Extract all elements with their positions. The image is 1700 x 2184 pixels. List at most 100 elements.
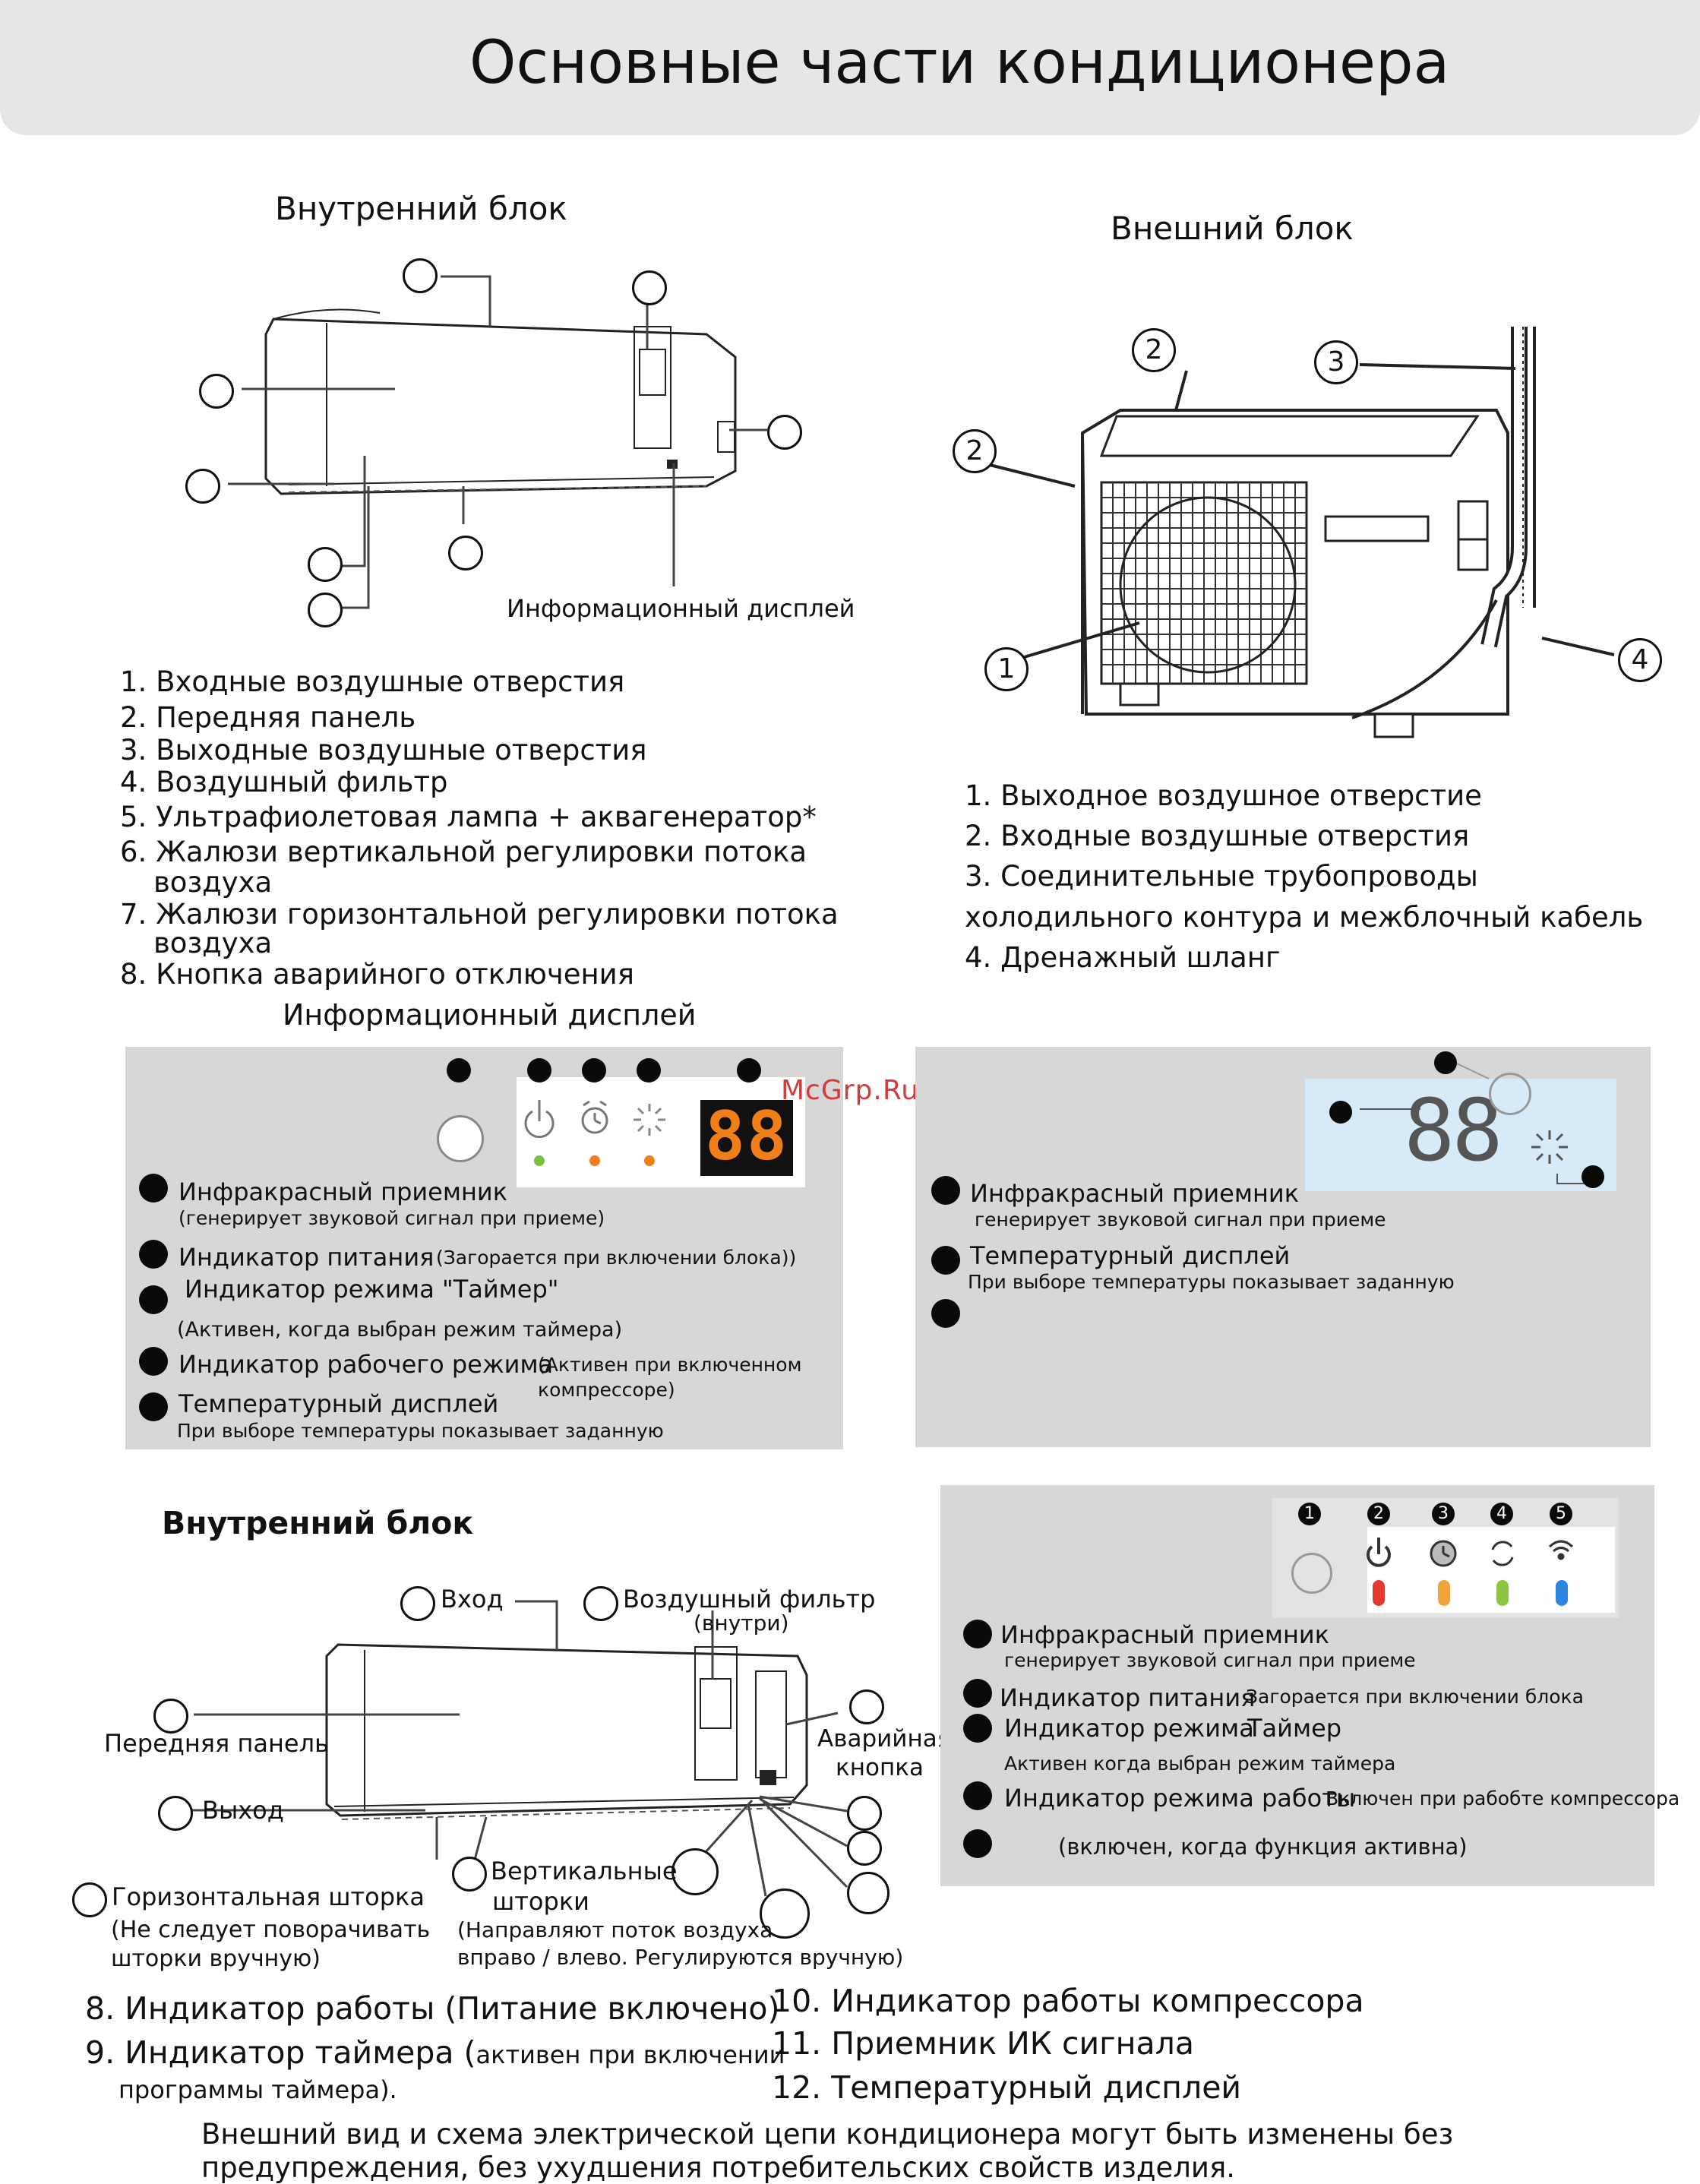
list-item: 4. Воздушный фильтр [120,766,448,798]
power-icon [1367,1538,1391,1567]
list-item: 2. Передняя панель [120,701,416,734]
timer-indicator-label: Индикатор режима "Таймер" [185,1275,559,1304]
seg-digits: 88 [705,1097,788,1175]
hshutter-callout [72,1882,107,1917]
indicator-strip [1367,1527,1615,1613]
marker-dot [447,1058,471,1083]
led-green [534,1155,545,1166]
led-blue [1556,1580,1568,1606]
footer-item-10: 10. Индикатор работы компрессора [772,1983,1364,2019]
outdoor-callout-3: 3 [1314,340,1358,384]
vshutter-note-1: (Направляют поток воздуха [457,1917,773,1942]
indoor2-heading: Внутренний блок [162,1505,474,1541]
outdoor-callout-2-top: 2 [1132,328,1176,372]
timer-indicator-note: Активен когда выбран режим таймера [1004,1753,1396,1775]
list-item: 5. Ультрафиолетовая лампа + аквагенерато… [120,801,817,833]
power-indicator-note: (Загорается при включении блока)) [436,1247,797,1269]
indoor-callout-5 [448,536,483,570]
list-item: 7. Жалюзи горизонтальной регулировки пот… [120,898,839,931]
led-green [1496,1580,1509,1606]
marker-dot [139,1392,168,1421]
wifi-icon [1548,1540,1574,1560]
indoor-display-label: Информационный дисплей [507,594,855,623]
indoor-callout-3 [185,469,220,504]
indoor-heading: Внутренний блок [275,190,567,227]
ir-receiver-window [1489,1073,1531,1115]
footer-item-12: 12. Температурный дисплей [772,2069,1242,2106]
number-badge: 1 [1298,1503,1321,1525]
vshutter-label-1: Вертикальные [491,1857,678,1885]
hshutter-note-1: (Не следует поворачивать [111,1917,431,1943]
marker-dot [637,1058,661,1083]
outdoor-callout-1: 1 [984,647,1029,691]
cycle-icon [1491,1541,1514,1566]
marker-dot [963,1781,992,1810]
outlet-label: Выход [202,1796,284,1825]
indoor-callout-4 [632,270,667,305]
outdoor-callout-2-left: 2 [953,429,997,473]
indoor-callout-2 [199,374,234,409]
list-item: 4. Дренажный шланг [965,941,1281,974]
mode-indicator-note: Включен при рабобте компрессора [1326,1787,1680,1809]
filter-callout [583,1586,618,1621]
marker-dot [963,1620,992,1648]
led-orange [1438,1580,1450,1606]
footer-note: предупреждения, без ухудшения потребител… [201,2151,1235,2184]
indicator-callout [760,1888,810,1939]
led-orange [644,1155,655,1166]
indoor-callout-6 [308,547,343,582]
marker-dot [139,1240,168,1269]
marker-dot [963,1714,992,1743]
mode-indicator-label: Индикатор рабочего режима [179,1350,554,1379]
indicator-callout [847,1796,882,1831]
display-heading: Информационный дисплей [283,998,697,1032]
led-red [1373,1580,1385,1606]
outdoor-callout-4: 4 [1618,638,1662,682]
marker-dot [139,1347,168,1376]
marker-dot [582,1058,606,1083]
marker-dot [1434,1051,1457,1074]
marker-dot [527,1058,551,1083]
indicator-callout [847,1872,889,1914]
ir-receiver-window [437,1115,484,1162]
inlet-callout [400,1586,435,1621]
vshutter-note-2: вправо / влево. Регулируются вручную) [457,1945,904,1970]
marker-dot [931,1299,960,1328]
power-indicator-label: Индикатор питания [179,1243,434,1272]
ir-receiver-label: Инфракрасный приемник [179,1177,508,1206]
page-title: Основные части кондиционера [469,29,1450,97]
timer-indicator-note: (Активен, когда выбран режим таймера) [177,1318,623,1342]
list-item: 3. Соединительные трубопроводы [965,860,1478,893]
filter-inside-label: (внутри) [694,1610,789,1636]
mode-indicator-note: компрессоре) [538,1379,675,1401]
ir-receiver-note: генерирует звуковой сигнал при приеме [1004,1649,1416,1671]
list-item: воздуха [153,866,273,899]
outlet-callout [158,1796,193,1831]
mode-indicator-label: Индикатор режима работы [1004,1784,1356,1813]
mode-icon [1531,1130,1568,1164]
marker-dot [139,1174,168,1203]
emergency-label-2: кнопка [836,1754,924,1781]
indicator-callout [847,1831,882,1866]
number-badge: 4 [1490,1503,1513,1525]
power-indicator-note: Загорается при включении блока [1246,1686,1584,1708]
ir-receiver-label: Инфракрасный приемник [970,1179,1300,1208]
list-item: 8. Кнопка аварийного отключения [120,958,634,991]
lcd-display: 88 [1305,1079,1616,1191]
outdoor-heading: Внешний блок [1111,210,1354,247]
indoor-callout-1 [403,258,438,293]
marker-dot [1582,1165,1604,1188]
filter-label: Воздушный фильтр [623,1585,876,1614]
number-badge: 5 [1550,1503,1572,1525]
watermark: McGrp.Ru [781,1075,920,1106]
led-orange [589,1155,600,1166]
footer-note: Внешний вид и схема электрической цепи к… [201,2118,1454,2151]
indoor-callout-8 [767,415,802,450]
function-indicator-note: (включен, когда функция активна) [1058,1834,1468,1860]
marker-dot [963,1829,992,1858]
number-badge: 3 [1432,1503,1455,1525]
